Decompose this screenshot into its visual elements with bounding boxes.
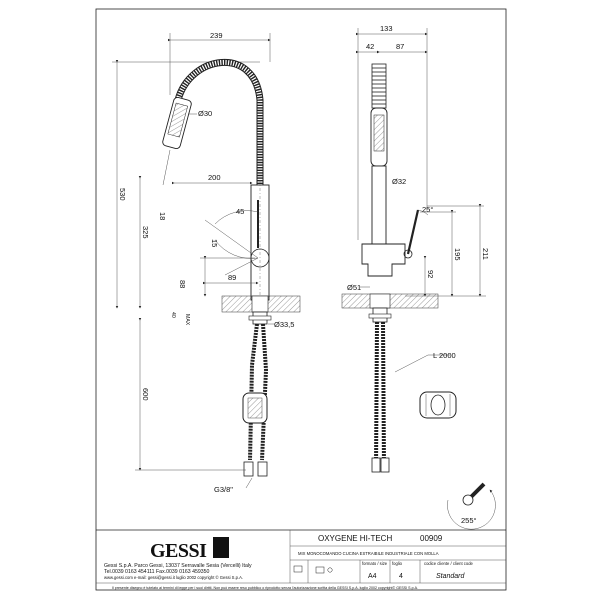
front-view: 239 530 325 Ø30 18 200 45 15 <box>112 31 301 494</box>
rotation-detail: 255° <box>447 482 496 530</box>
dim-deck-max: 40 <box>170 312 176 318</box>
dim-head-diameter: Ø30 <box>198 109 212 118</box>
dim-side-width: 133 <box>380 24 393 33</box>
faucet-body <box>250 184 270 301</box>
dim-lever-height: 88 <box>178 280 187 288</box>
header-format: formato / size <box>362 561 388 566</box>
dim-head-small: 18 <box>158 212 167 220</box>
hose-length-label: L 2000 <box>433 351 456 360</box>
brand-logo: GESSI <box>150 540 207 562</box>
rotation-label: 255° <box>461 516 477 525</box>
product-name: OXYGENE HI-TECH <box>318 534 392 543</box>
address-line-1: Gessi S.p.A. Parco Gessi, 13037 Serraval… <box>104 563 252 569</box>
address-line-3: www.gessi.com e-mail: gessi@gessi.it lug… <box>104 575 243 580</box>
header-sheet: foglio <box>392 561 403 566</box>
header-client-code: codice cliente / client code <box>424 561 474 566</box>
dim-height-total: 530 <box>118 188 127 201</box>
dim-angle-a: 45 <box>236 207 244 216</box>
projection-icon <box>293 565 303 573</box>
dim-width-total: 239 <box>210 31 223 40</box>
dim-reach: 200 <box>208 173 221 182</box>
title-block: GESSI Gessi S.p.A. Parco Gessi, 13037 Se… <box>96 529 506 590</box>
address-line-2: Tel.0039 0163 454111 Fax.0039 0163 45935… <box>104 569 209 575</box>
dim-lever-offset: 89 <box>228 273 236 282</box>
dim-shank-diameter: Ø33,5 <box>274 320 294 329</box>
side-view: 133 42 87 Ø32 25° Ø51 <box>341 24 496 530</box>
dim-deck-max-unit: MAX <box>184 314 190 326</box>
hose-weight-detail <box>419 391 457 419</box>
product-code: 00909 <box>420 534 443 543</box>
format-value: A4 <box>368 573 377 580</box>
dim-side-offset-a: 42 <box>366 42 374 51</box>
sheet-value: 4 <box>399 573 403 580</box>
client-code-value: Standard <box>436 573 466 580</box>
dim-base-diameter: Ø51 <box>347 283 361 292</box>
dim-side-height-a: 92 <box>426 270 435 278</box>
dim-side-height-b: 195 <box>453 248 462 261</box>
dim-body-diameter: Ø32 <box>392 177 406 186</box>
dim-angle-b: 15 <box>210 239 219 247</box>
dim-side-angle: 25° <box>422 205 433 214</box>
disclaimer: Il presente disegno è tutelato ai termin… <box>112 586 418 590</box>
product-description: MIX MONOCOMANDO CUCINA ESTRAIBILE INDUST… <box>298 551 439 556</box>
dim-hose-length: 600 <box>141 388 150 401</box>
dim-connection: G3/8" <box>214 485 233 494</box>
dim-side-height-c: 211 <box>481 248 490 260</box>
sheet-border <box>95 8 507 591</box>
dim-height-spout: 325 <box>141 226 150 239</box>
camera-icon <box>315 566 325 574</box>
dim-side-offset-b: 87 <box>396 42 404 51</box>
